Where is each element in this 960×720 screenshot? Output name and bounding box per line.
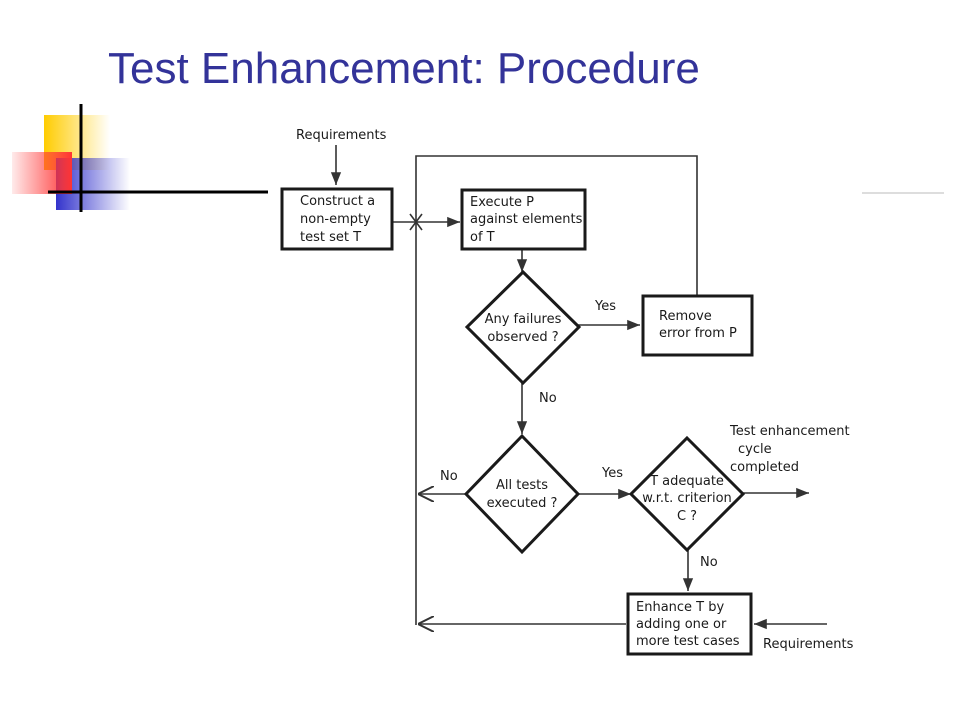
construct-box: [280, 187, 394, 251]
enhance-label-line1: Enhance T by: [636, 600, 725, 615]
adequate-label-line1: T adequate: [649, 474, 724, 489]
requirements-top-label: Requirements: [296, 128, 387, 143]
completed-label-line3: completed: [730, 460, 799, 475]
completed-label-line1: Test enhancement: [729, 424, 850, 439]
construct-label-line2: non-empty: [300, 212, 371, 227]
failures-yes-label: Yes: [594, 299, 616, 314]
adequate-label-line3: C ?: [677, 509, 697, 524]
construct-label-line3: test set T: [300, 230, 361, 245]
alltests-decision: [463, 433, 581, 555]
slide-title: Test Enhancement: Procedure: [108, 44, 700, 93]
failures-decision: [464, 269, 582, 386]
requirements-bottom-label: Requirements: [763, 637, 854, 652]
decorative-squares: [12, 104, 140, 212]
construct-label-line1: Construct a: [300, 194, 375, 209]
enhance-label-line3: more test cases: [636, 634, 740, 649]
execute-label-line3: of T: [470, 230, 495, 245]
remove-label-line1: Remove: [659, 309, 712, 324]
alltests-yes-label: Yes: [601, 466, 623, 481]
adequate-no-label: No: [700, 555, 718, 570]
alltests-label-line2: executed ?: [487, 496, 558, 511]
execute-box: [460, 188, 587, 251]
alltests-label-line1: All tests: [496, 478, 548, 493]
enhance-label-line2: adding one or: [636, 617, 727, 632]
remove-label-line2: error from P: [659, 326, 737, 341]
adequate-decision: [628, 435, 746, 553]
execute-label-line2: against elements: [470, 212, 583, 227]
enhance-box: [626, 592, 753, 656]
junction-cross: [409, 213, 423, 231]
completed-label-line2: cycle: [738, 442, 772, 457]
arrow-remove-loop-back: [415, 155, 698, 625]
alltests-no-label: No: [440, 469, 458, 484]
failures-no-label: No: [539, 391, 557, 406]
failures-label-line2: observed ?: [487, 330, 558, 345]
failures-label-line1: Any failures: [485, 312, 562, 327]
remove-box: [641, 294, 754, 357]
adequate-label-line2: w.r.t. criterion: [642, 491, 732, 506]
deco-square-red: [12, 152, 72, 194]
execute-label-line1: Execute P: [470, 195, 534, 210]
